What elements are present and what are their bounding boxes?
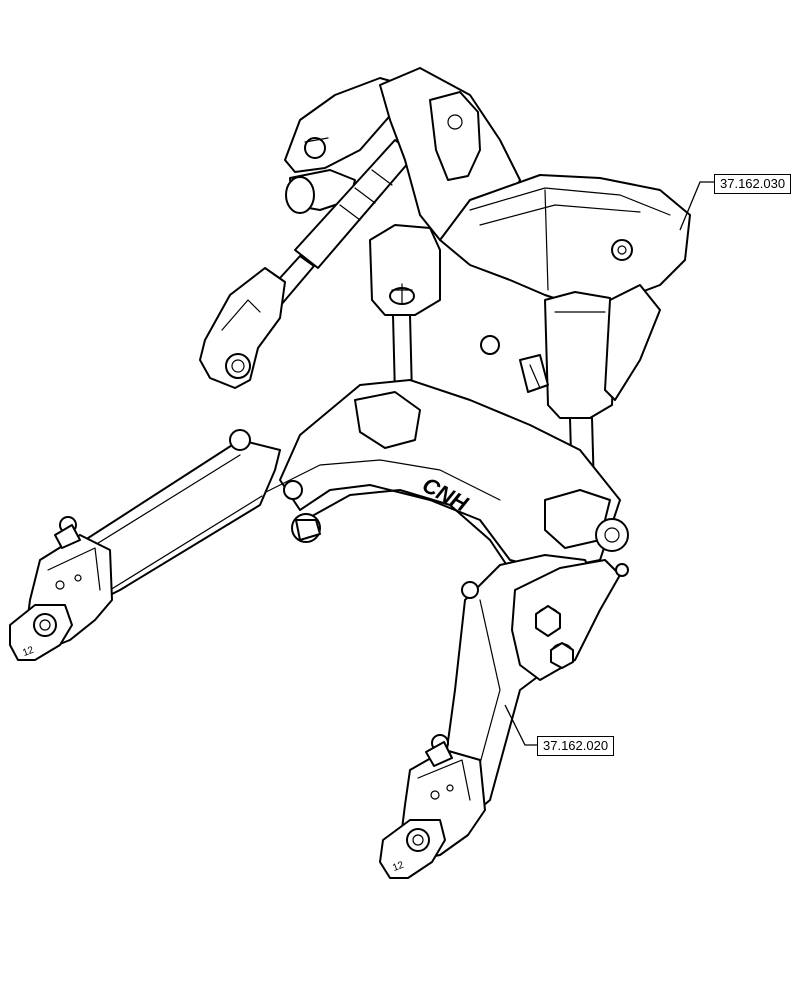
callout-front-lift-frame[interactable]: 37.162.030 <box>714 174 792 194</box>
left-lower-arm: 12 <box>9 429 281 661</box>
right-hook-mark: 12 <box>391 860 406 874</box>
leader-line-030 <box>679 181 714 231</box>
leader-line-020 <box>504 704 537 746</box>
right-lower-arm: 12 <box>379 518 629 879</box>
left-hook-mark: 12 <box>21 645 36 659</box>
top-link <box>199 77 416 389</box>
cross-beam: CNH <box>259 379 621 571</box>
front-lift-frame <box>369 67 691 491</box>
callout-lower-link-arms[interactable]: 37.162.020 <box>537 736 615 756</box>
